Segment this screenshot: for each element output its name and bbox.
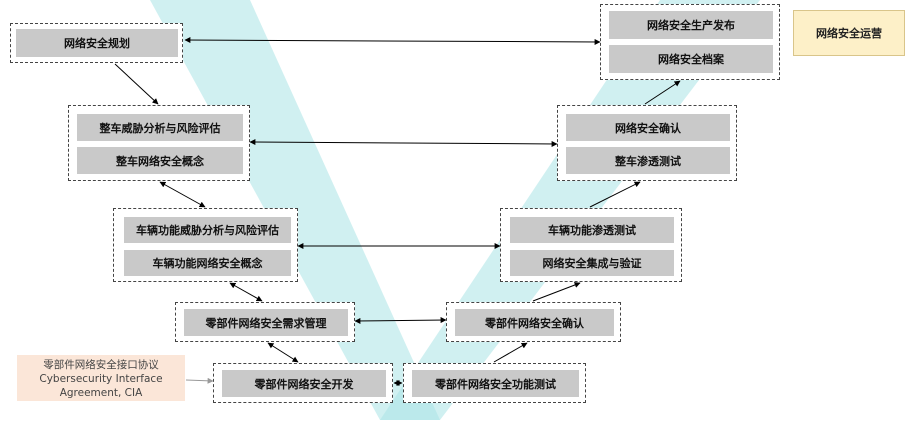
box-production-release[interactable]: 网络安全生产发布 [609, 11, 773, 39]
group-validation: 网络安全确认 整车渗透测试 [557, 105, 737, 181]
box-component-development[interactable]: 零部件网络安全开发 [222, 370, 386, 397]
box-function-concept[interactable]: 车辆功能网络安全概念 [124, 250, 291, 276]
group-integration: 车辆功能渗透测试 网络安全集成与验证 [500, 208, 682, 282]
box-vehicle-pentest[interactable]: 整车渗透测试 [566, 147, 730, 174]
group-component-validation: 零部件网络安全确认 [446, 302, 621, 342]
cia-label-en-1: Cybersecurity Interface [39, 373, 163, 385]
box-cybersecurity-case[interactable]: 网络安全档案 [609, 45, 773, 73]
group-planning: 网络安全规划 [10, 23, 183, 63]
group-release: 网络安全生产发布 网络安全档案 [600, 4, 780, 80]
cia-callout[interactable]: 零部件网络安全接口协议 Cybersecurity Interface Agre… [17, 355, 185, 401]
box-function-pentest[interactable]: 车辆功能渗透测试 [510, 217, 674, 243]
box-component-requirements[interactable]: 零部件网络安全需求管理 [184, 309, 348, 336]
box-validation[interactable]: 网络安全确认 [566, 114, 730, 141]
group-component-development: 零部件网络安全开发 [213, 363, 393, 403]
box-function-tara[interactable]: 车辆功能威胁分析与风险评估 [124, 217, 291, 243]
box-vehicle-tara[interactable]: 整车威胁分析与风险评估 [77, 114, 243, 141]
group-vehicle-concept: 整车威胁分析与风险评估 整车网络安全概念 [68, 105, 250, 181]
group-component-requirements: 零部件网络安全需求管理 [175, 302, 355, 342]
box-component-validation[interactable]: 零部件网络安全确认 [455, 309, 614, 336]
group-function-concept: 车辆功能威胁分析与风险评估 车辆功能网络安全概念 [113, 208, 298, 282]
box-cybersecurity-operations[interactable]: 网络安全运营 [793, 10, 905, 56]
box-cybersecurity-planning[interactable]: 网络安全规划 [16, 29, 178, 57]
cia-label-en-2: Agreement, CIA [59, 387, 143, 399]
box-component-function-testing[interactable]: 零部件网络安全功能测试 [412, 370, 579, 397]
box-vehicle-concept[interactable]: 整车网络安全概念 [77, 147, 243, 174]
group-component-testing: 零部件网络安全功能测试 [403, 363, 586, 403]
cia-label-cn: 零部件网络安全接口协议 [43, 359, 159, 371]
box-integration-verification[interactable]: 网络安全集成与验证 [510, 250, 674, 276]
